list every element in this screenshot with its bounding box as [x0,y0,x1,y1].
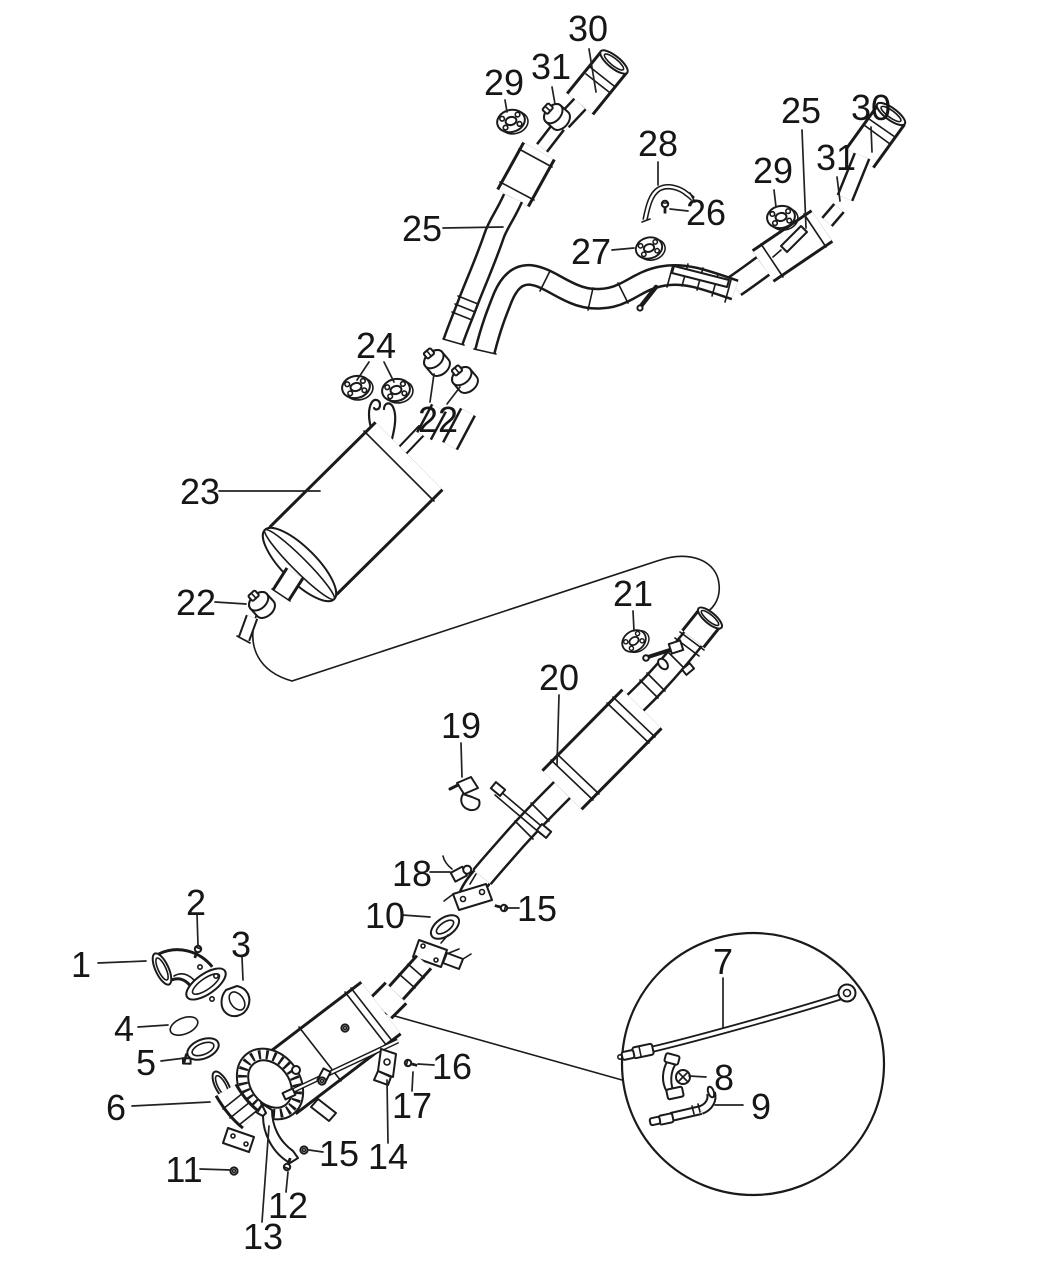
callout-25-right: 25 [781,90,821,131]
rear-muffler-20-assembly [429,606,724,940]
elbow-tube-9 [648,1085,717,1127]
inset-detail-circle [616,931,886,1197]
callout-29-right: 29 [753,150,793,191]
gasket-ring-4 [169,1016,199,1036]
oxygen-sensor-18 [449,864,473,883]
callout-19: 19 [441,705,481,746]
insulator-24-a [339,371,377,405]
callout-4: 4 [114,1008,134,1049]
callout-2: 2 [186,882,206,923]
insulator-29-left [493,105,532,139]
callout-1: 1 [71,944,91,985]
insulator-27 [632,232,669,265]
gasket-10 [429,914,461,940]
callout-8: 8 [714,1057,734,1098]
callout-22-upper: 22 [418,399,458,440]
callout-30-left: 30 [568,8,608,49]
callout-10: 10 [365,895,405,936]
support-brace-13 [260,1102,299,1164]
callout-18: 18 [392,853,432,894]
right-tailpipe-assembly [445,101,907,398]
support-rod-7 [616,983,857,1061]
callout-25-left: 25 [402,208,442,249]
callout-28: 28 [638,123,678,164]
callout-14: 14 [368,1136,408,1177]
callout-7: 7 [713,941,733,982]
isolator-bracket-8 [662,1052,691,1101]
leader-lines [97,48,873,1223]
left-tailpipe-assembly [417,49,629,381]
hanger-19 [448,776,481,812]
callout-27: 27 [571,231,611,272]
flow-continuation-curve [252,555,721,682]
screw-26 [660,199,670,215]
dpf-ribbed-end-cap [235,1047,305,1121]
bolt-15-flange [492,901,510,914]
callout-17: 17 [392,1085,432,1126]
hanger-bracket-28 [641,184,696,223]
callout-22-lower: 22 [176,582,216,623]
callout-24: 24 [356,325,396,366]
callout-29-left: 29 [484,62,524,103]
callout-16: 16 [432,1046,472,1087]
dpf-assembly [211,934,472,1176]
nut-15-lower [299,1145,309,1155]
callout-31-right: 31 [816,137,856,178]
callout-9: 9 [751,1086,771,1127]
callout-15-mid: 15 [319,1133,359,1174]
insulator-24-b [379,374,417,408]
callout-21: 21 [613,573,653,614]
bracket-14 [373,1048,397,1086]
catalytic-elbow-assembly [151,943,251,1065]
gasket-3 [220,985,251,1018]
clamp-22-upper-left [417,342,455,381]
v-band-clamp-5 [181,1037,220,1065]
nut-11 [229,1166,239,1176]
callout-31-left: 31 [531,46,571,87]
callout-3: 3 [231,924,251,965]
callout-numbers: 30 31 29 25 30 31 29 28 26 27 25 24 22 2… [71,8,891,1257]
callout-20: 20 [539,657,579,698]
callout-12: 12 [268,1185,308,1226]
callout-15-top: 15 [517,888,557,929]
callout-11: 11 [165,1149,202,1190]
callout-13: 13 [243,1216,283,1257]
insulator-21 [617,623,655,660]
muffler-23-assembly [236,398,476,644]
callout-30-right: 30 [851,87,891,128]
screw-16 [402,1057,420,1070]
callout-6: 6 [106,1087,126,1128]
callout-5: 5 [136,1042,156,1083]
callout-23: 23 [180,471,220,512]
callout-26: 26 [686,192,726,233]
clamp-22-upper-right [445,359,483,398]
inset-leader-line [376,1010,623,1081]
